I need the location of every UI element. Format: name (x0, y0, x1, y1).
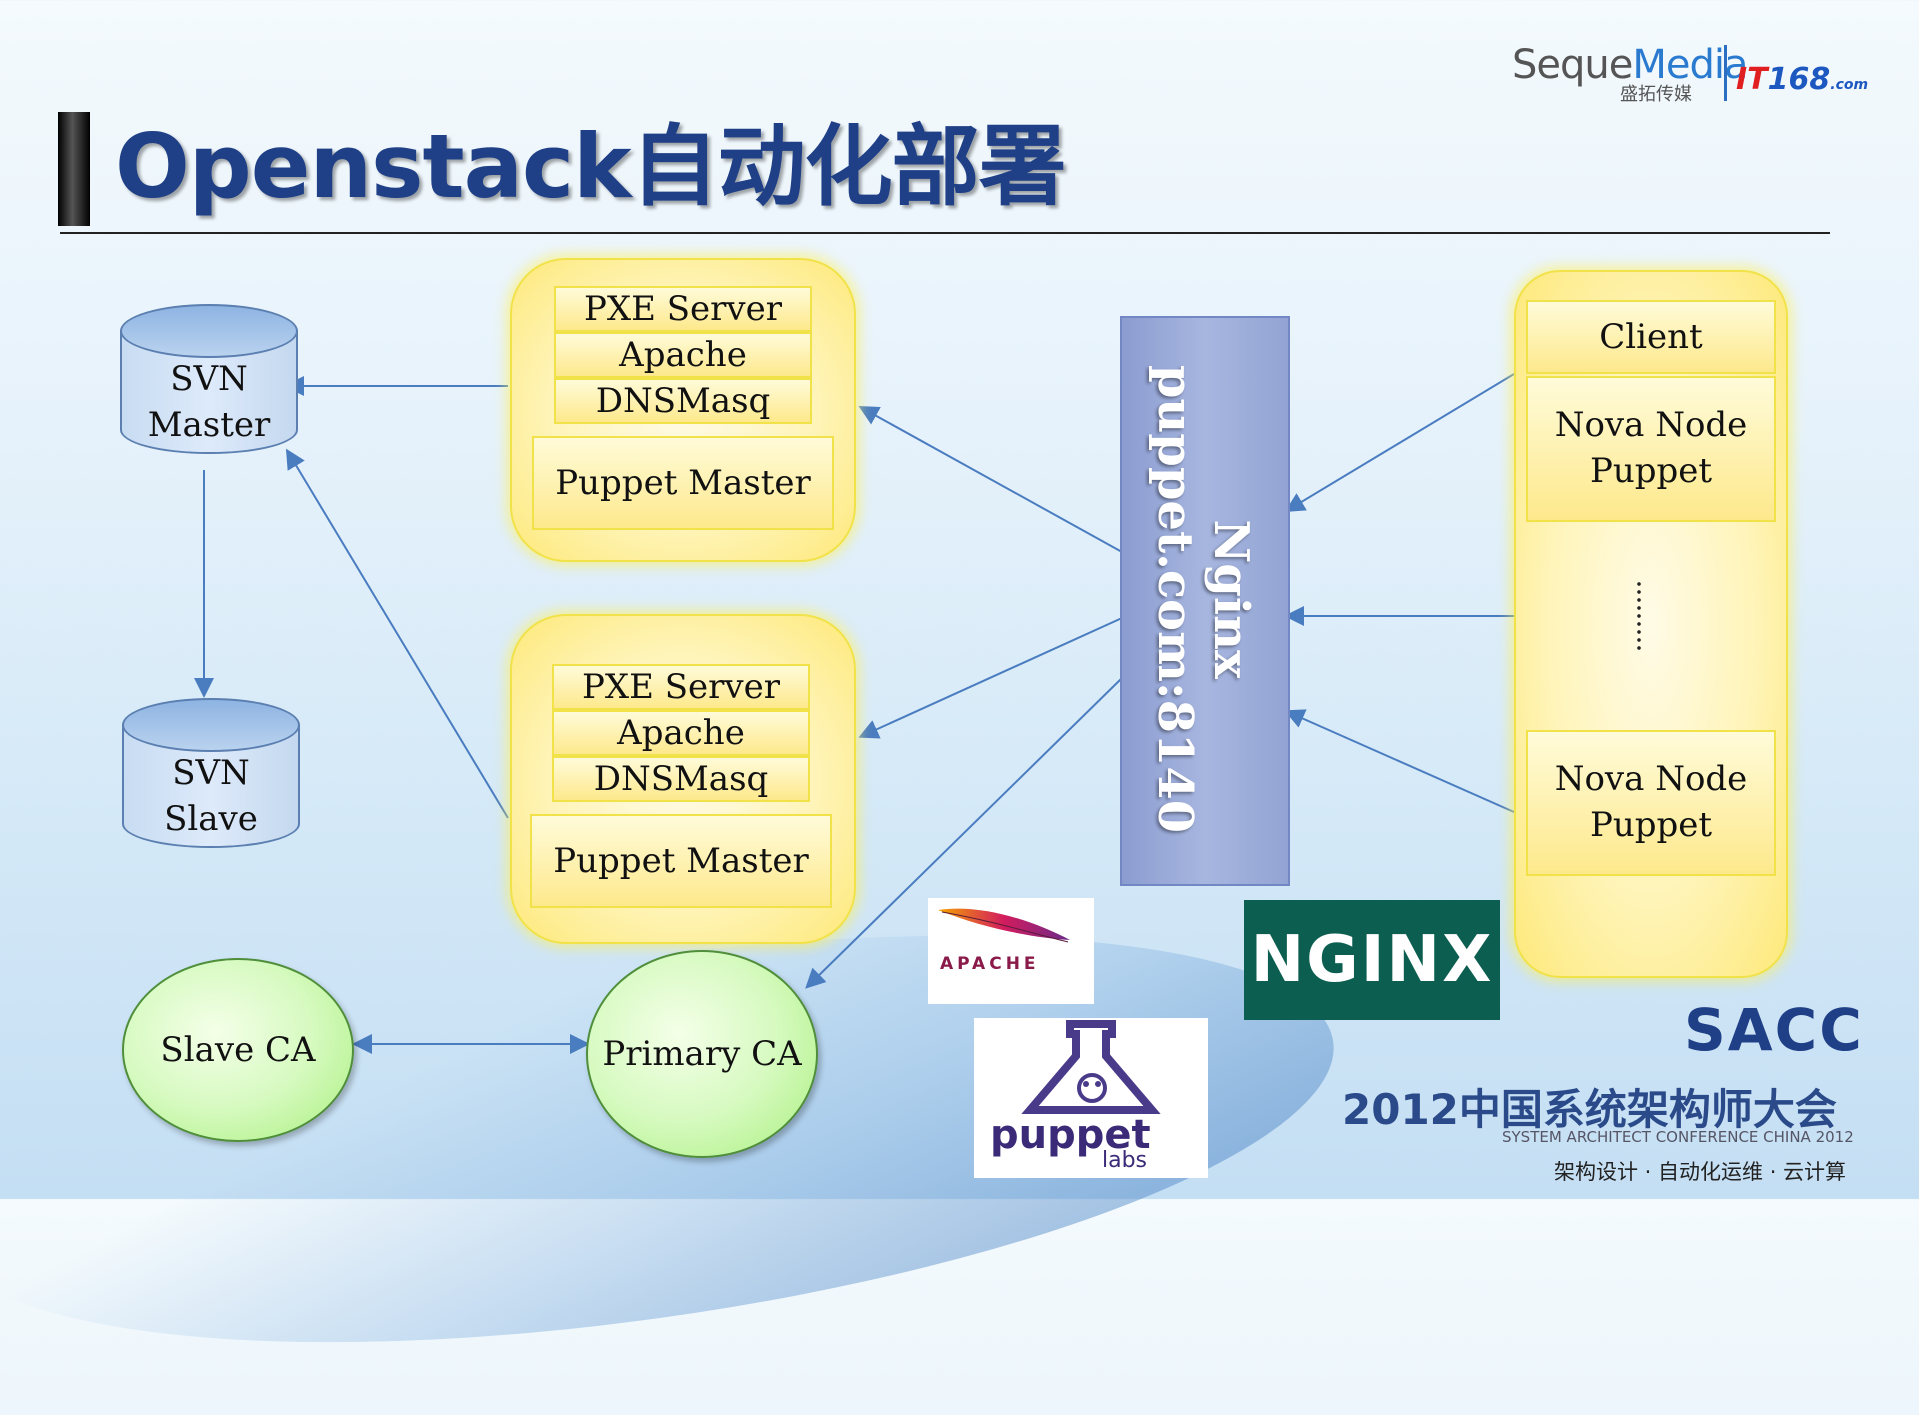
dnsmasq-box: DNSMasq (552, 756, 810, 802)
nova-node-1-line1: Nova Node (1554, 405, 1748, 445)
puppet-master-group-2: PXE Server Apache DNSMasq Puppet Master (510, 614, 856, 944)
arrow-nginx-to-group2 (858, 617, 1123, 739)
title-divider (60, 232, 1830, 234)
svn-master-line2: Master (147, 405, 271, 445)
seque-text: Seque (1512, 42, 1633, 88)
seque-media-logo: SequeMedia (1512, 42, 1749, 88)
puppet-master-box: Puppet Master (530, 814, 832, 908)
nginx-line1: Nginx (1203, 519, 1259, 679)
title-accent-bar (58, 112, 90, 226)
seque-media-cn: 盛拓传媒 (1620, 84, 1692, 105)
nova-node-box-1: Nova Node Puppet (1526, 376, 1776, 522)
media-text: Media (1632, 42, 1748, 88)
puppet-wordmark: puppet (990, 1112, 1151, 1158)
page-title: Openstack自动化部署 (115, 115, 1067, 218)
nginx-balancer-box (1120, 316, 1290, 886)
conference-title-cn: 2012中国系统架构师大会 (1342, 1085, 1837, 1134)
ellipsis-dots (1636, 580, 1642, 650)
puppet-flask-icon (1021, 1020, 1161, 1114)
arrow-nginx-to-group1 (858, 406, 1123, 553)
nova-node-2-line1: Nova Node (1554, 759, 1748, 799)
apache-box: Apache (552, 710, 810, 756)
nova-node-2-line2: Puppet (1589, 805, 1713, 845)
svn-slave-line2: Slave (164, 799, 258, 839)
connection-arrows (194, 373, 1515, 1054)
conference-tagline: 架构设计 · 自动化运维 · 云计算 (1554, 1160, 1847, 1184)
nginx-label: Nginx puppet.com:8140 (1147, 365, 1259, 833)
cylinder-top (120, 304, 298, 358)
it168-logo: IT168.com (1736, 62, 1868, 97)
apache-box: Apache (554, 332, 812, 378)
logo-divider (1724, 45, 1727, 101)
svn-master-line1: SVN (170, 359, 248, 399)
puppet-labs-logo: puppet labs (974, 1018, 1208, 1178)
apache-feather-icon (938, 908, 1070, 943)
puppet-master-box: Puppet Master (532, 436, 834, 530)
arrow-node2-to-nginx (1284, 709, 1515, 813)
conference-title-en: SYSTEM ARCHITECT CONFERENCE CHINA 2012 (1502, 1128, 1854, 1146)
client-header-box: Client (1526, 300, 1776, 374)
apache-wordmark: APACHE (940, 954, 1040, 974)
nova-node-1-line2: Puppet (1589, 451, 1713, 491)
arrow-node1-to-nginx (1284, 373, 1515, 513)
labs-wordmark: labs (1102, 1148, 1148, 1173)
nginx-line2: puppet.com:8140 (1147, 364, 1203, 834)
pxe-server-box: PXE Server (552, 664, 810, 710)
arrow-group2-to-svn-master (285, 448, 509, 819)
cylinder-top (122, 698, 300, 752)
primary-ca-node: Primary CA (586, 950, 818, 1158)
dotcom-text: .com (1830, 77, 1869, 93)
svn-slave-label: SVN Slave (122, 750, 300, 842)
clients-group: Client Nova Node Puppet Nova Node Puppet (1514, 270, 1788, 978)
nova-node-box-2: Nova Node Puppet (1526, 730, 1776, 876)
sacc-logo: SACC (1684, 996, 1864, 1064)
nginx-logo: NGINX (1244, 900, 1500, 1020)
slave-ca-node: Slave CA (122, 958, 354, 1142)
pxe-server-box: PXE Server (554, 286, 812, 332)
svn-slave-database: SVN Slave (122, 698, 300, 868)
svn-slave-line1: SVN (172, 753, 250, 793)
it-text: IT (1736, 62, 1768, 97)
arrow-nginx-to-primary-ca (805, 677, 1123, 989)
dnsmasq-box: DNSMasq (554, 378, 812, 424)
puppet-master-group-1: PXE Server Apache DNSMasq Puppet Master (510, 258, 856, 562)
apache-logo: APACHE (928, 898, 1094, 1004)
svn-master-database: SVN Master (120, 304, 298, 474)
168-text: 168 (1767, 62, 1831, 97)
svn-master-label: SVN Master (120, 356, 298, 448)
